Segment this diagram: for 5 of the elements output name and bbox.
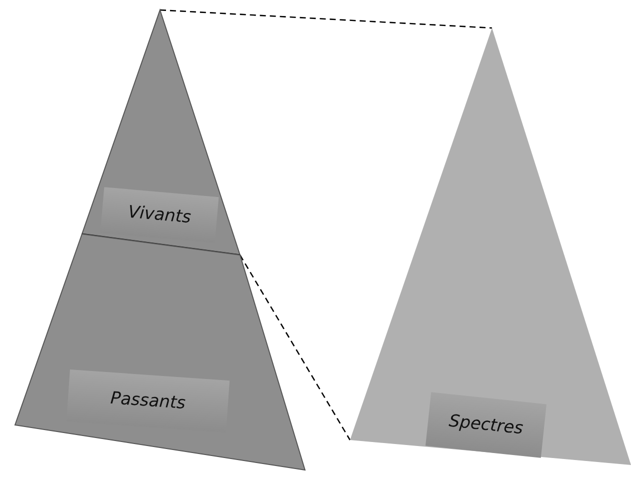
triangle-segment	[82, 10, 240, 255]
projection-line	[239, 254, 351, 440]
projection-line	[160, 9, 492, 29]
trapezoid-segment	[15, 234, 305, 470]
triangle-shape	[350, 28, 631, 465]
